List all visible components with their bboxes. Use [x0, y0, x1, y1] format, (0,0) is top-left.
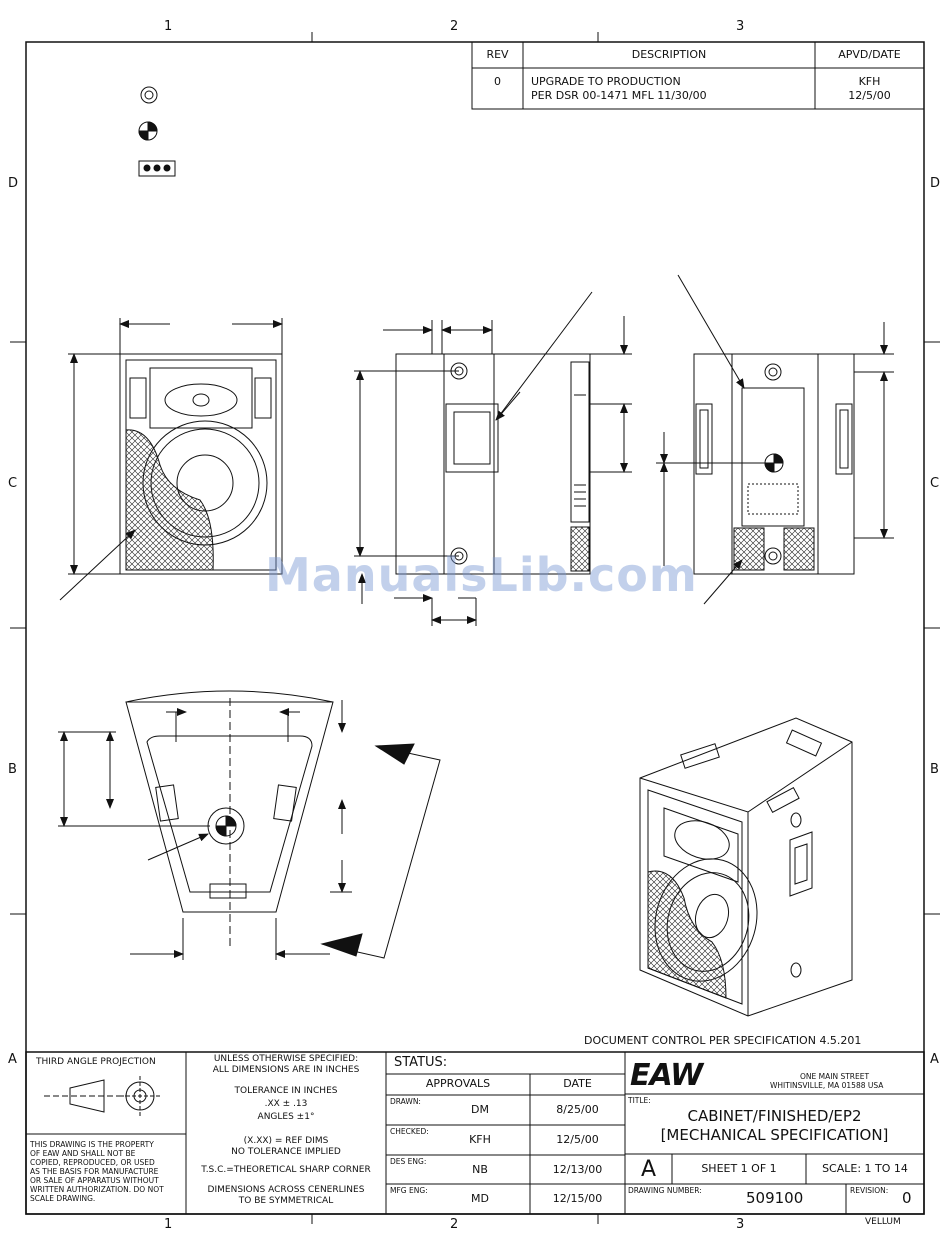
rev-description-line1: UPGRADE TO PRODUCTION: [531, 75, 681, 88]
rev-description-line2: PER DSR 00-1471 MFL 11/30/00: [531, 89, 707, 102]
des-eng-role: DES ENG:: [390, 1157, 427, 1166]
drawn-date: 8/25/00: [556, 1103, 599, 1116]
grid-number-top-1: 1: [164, 19, 173, 34]
property-notice-7: SCALE DRAWING.: [30, 1194, 96, 1203]
sheet-size: A: [640, 1157, 657, 1182]
des-eng-name: NB: [472, 1163, 488, 1176]
grid-number-top-2: 2: [450, 19, 459, 34]
document-control-note: DOCUMENT CONTROL PER SPECIFICATION 4.5.2…: [584, 1034, 862, 1047]
address-line1: ONE MAIN STREET: [800, 1072, 870, 1081]
mfg-eng-name: MD: [471, 1192, 489, 1205]
eaw-logo: EAW: [630, 1058, 703, 1093]
grid-letter-right-d: D: [930, 176, 941, 191]
title-label: TITLE:: [628, 1096, 651, 1105]
property-notice-1: THIS DRAWING IS THE PROPERTY: [30, 1140, 154, 1149]
across-centerlines-line1: DIMENSIONS ACROSS CENERLINES: [207, 1185, 365, 1195]
grid-letter-left-a: A: [8, 1052, 17, 1067]
property-notice-2: OF EAW AND SHALL NOT BE: [30, 1149, 136, 1158]
title-line1: CABINET/FINISHED/EP2: [687, 1107, 862, 1125]
grid-number-bottom-2: 2: [450, 1217, 459, 1232]
tolerance-title: TOLERANCE IN INCHES: [234, 1086, 338, 1096]
vellum-label: VELLUM: [865, 1217, 901, 1227]
title-line2: [MECHANICAL SPECIFICATION]: [660, 1126, 889, 1144]
no-tolerance-note: NO TOLERANCE IMPLIED: [231, 1147, 341, 1157]
grid-number-bottom-3: 3: [736, 1217, 745, 1232]
grid-letter-right-b: B: [930, 762, 939, 777]
mfg-eng-date: 12/15/00: [552, 1192, 603, 1205]
mfg-eng-role: MFG ENG:: [390, 1186, 428, 1195]
projection-label: THIRD ANGLE PROJECTION: [36, 1057, 156, 1067]
date-header: DATE: [563, 1077, 592, 1090]
watermark: ManualsLib.com: [265, 548, 698, 602]
rev-value: 0: [494, 75, 501, 88]
grid-letter-right-c: C: [930, 476, 940, 491]
grid-letter-left-d: D: [8, 176, 19, 191]
checked-name: KFH: [469, 1133, 491, 1146]
property-notice-4: AS THE BASIS FOR MANUFACTURE: [30, 1167, 159, 1176]
property-notice-6: WRITTEN AUTHORIZATION. DO NOT: [30, 1185, 164, 1194]
approvals-header: APPROVALS: [425, 1077, 491, 1090]
grid-letter-right-a: A: [930, 1052, 939, 1067]
sheet-number: SHEET 1 OF 1: [701, 1162, 777, 1175]
rev-approved-date: 12/5/00: [848, 89, 891, 102]
address-line2: WHITINSVILLE, MA 01588 USA: [770, 1081, 884, 1090]
grid-number-top-3: 3: [736, 19, 745, 34]
scale: SCALE: 1 TO 14: [822, 1162, 908, 1175]
property-notice-5: OR SALE OF APPARATUS WITHOUT: [30, 1176, 159, 1185]
rev-approved-by: KFH: [858, 75, 881, 88]
tolerance-line1: UNLESS OTHERWISE SPECIFIED:: [213, 1054, 359, 1064]
revision-value: 0: [902, 1189, 912, 1207]
checked-role: CHECKED:: [390, 1127, 429, 1136]
ref-dims-note: (X.XX) = REF DIMS: [243, 1136, 329, 1146]
grid-letter-left-b: B: [8, 762, 17, 777]
status-label: STATUS:: [394, 1055, 448, 1070]
drawing-number-label: DRAWING NUMBER:: [628, 1186, 702, 1195]
approved-header: APVD/DATE: [838, 48, 901, 61]
des-eng-date: 12/13/00: [552, 1163, 603, 1176]
tolerance-line2: ALL DIMENSIONS ARE IN INCHES: [212, 1065, 360, 1075]
tolerance-xx: .XX ± .13: [264, 1099, 308, 1109]
drawn-role: DRAWN:: [390, 1097, 421, 1106]
revision-label: REVISION:: [850, 1186, 889, 1195]
grid-letter-left-c: C: [8, 476, 18, 491]
drawn-name: DM: [471, 1103, 489, 1116]
rev-header: REV: [486, 48, 509, 61]
grid-number-bottom-1: 1: [164, 1217, 173, 1232]
tsc-note: T.S.C.=THEORETICAL SHARP CORNER: [201, 1165, 371, 1175]
drawing-number: 509100: [746, 1189, 804, 1207]
description-header: DESCRIPTION: [631, 48, 707, 61]
checked-date: 12/5/00: [556, 1133, 599, 1146]
property-notice-3: COPIED, REPRODUCED, OR USED: [30, 1158, 155, 1167]
tolerance-angles: ANGLES ±1°: [257, 1112, 315, 1122]
across-centerlines-line2: TO BE SYMMETRICAL: [238, 1196, 334, 1206]
